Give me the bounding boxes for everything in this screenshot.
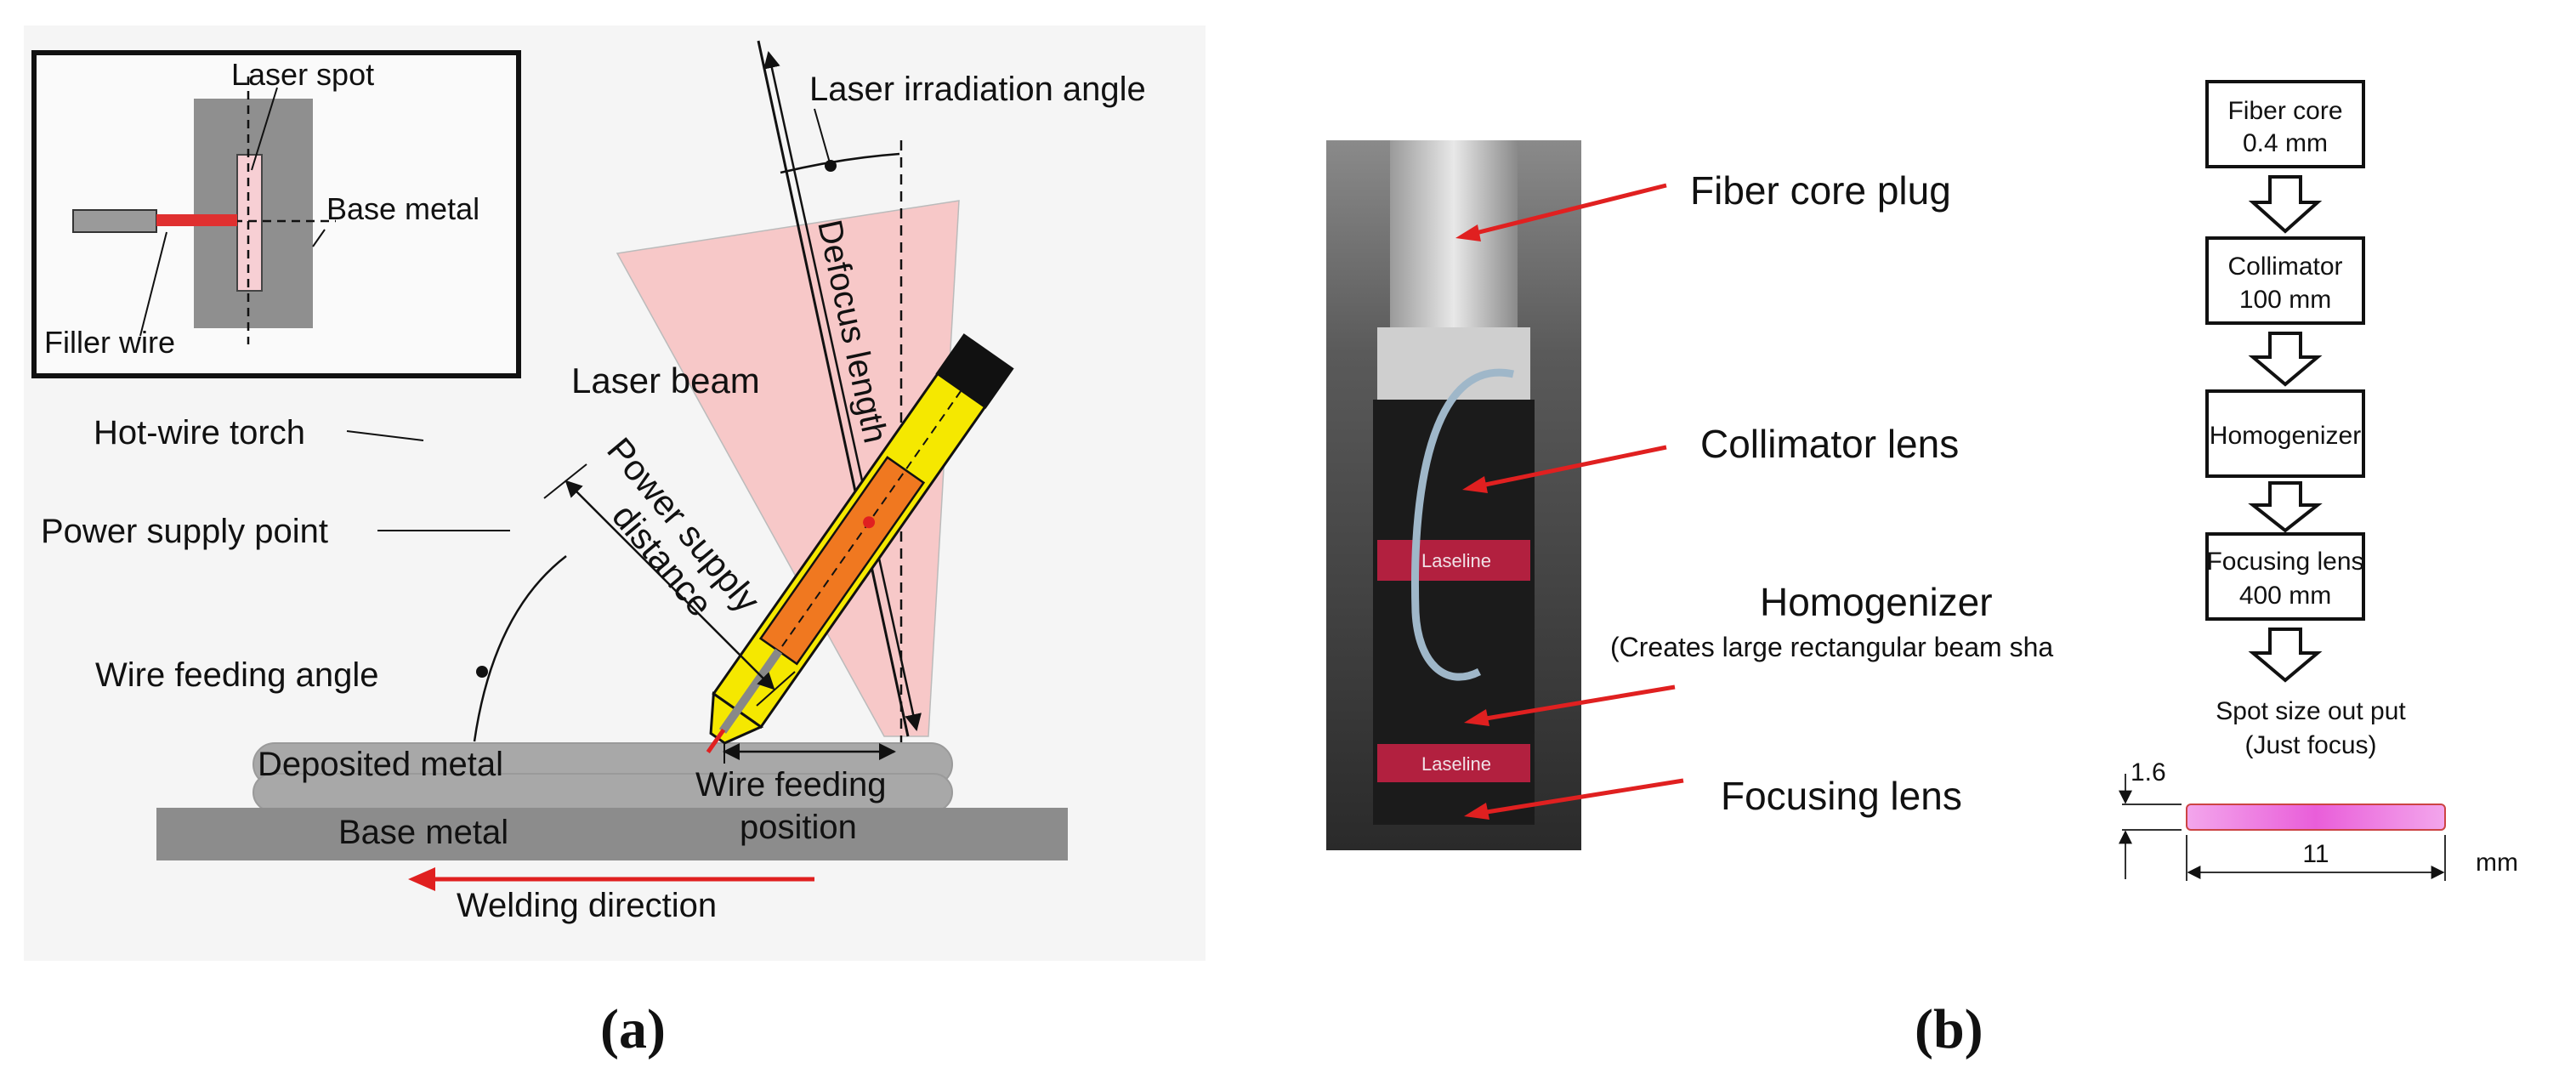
photo-hose bbox=[1411, 368, 1514, 681]
optics-flowchart: Fiber core 0.4 mm Collimator 100 mm Homo… bbox=[2205, 80, 2365, 683]
leader-hot-wire-torch bbox=[346, 430, 424, 441]
photo-red-band-2 bbox=[1377, 744, 1530, 782]
label-fiber-core-plug: Fiber core plug bbox=[1690, 168, 1951, 213]
defocus-arrow bbox=[763, 51, 922, 731]
torch-cap bbox=[935, 333, 1014, 409]
photo-callouts bbox=[1455, 183, 1684, 820]
flow-collimator-l2: 100 mm bbox=[2239, 286, 2331, 314]
torch-wire-tip bbox=[706, 728, 726, 754]
flow-arrow-3 bbox=[2248, 481, 2323, 533]
laser-head-photo: Laseline Laseline bbox=[1326, 140, 1581, 850]
power-supply-distance-dim bbox=[565, 480, 775, 690]
laser-spot-rectangle bbox=[2186, 804, 2446, 831]
label-deposited-metal: Deposited metal bbox=[258, 746, 503, 783]
label-focusing-lens: Focusing lens bbox=[1721, 774, 1962, 818]
label-wire-feeding-angle: Wire feeding angle bbox=[95, 656, 379, 694]
label-welding-direction: Welding direction bbox=[457, 887, 717, 924]
label-wire-feeding-position-2: position bbox=[740, 809, 857, 846]
flow-fiber-core-l2: 0.4 mm bbox=[2243, 129, 2328, 157]
inset-filler-wire bbox=[72, 209, 157, 233]
inset-label-base-metal: Base metal bbox=[326, 191, 479, 226]
panel-b: Laseline Laseline Fiber core plug Collim… bbox=[1326, 80, 2518, 1060]
photo-label-laseline-2: Laseline bbox=[1421, 753, 1491, 775]
inset-diagram: Laser spot Base metal Filler wire bbox=[31, 50, 521, 378]
label-wire-feeding-position-1: Wire feeding bbox=[695, 766, 887, 804]
caption-b: (b) bbox=[1915, 998, 1983, 1060]
irradiation-angle-arc bbox=[780, 152, 900, 174]
irradiation-angle-leader bbox=[814, 108, 831, 167]
label-power-supply-point: Power supply point bbox=[41, 513, 328, 550]
flow-arrow-1 bbox=[2248, 175, 2323, 234]
label-spot-width: 11 bbox=[2302, 840, 2329, 868]
flow-box-fiber-core bbox=[2205, 80, 2365, 168]
inset-label-laser-spot: Laser spot bbox=[231, 57, 374, 92]
psd-tick-bottom bbox=[756, 671, 796, 707]
flow-arrow-4 bbox=[2248, 628, 2323, 683]
photo-label-laseline-1: Laseline bbox=[1421, 550, 1491, 571]
label-homogenizer: Homogenizer bbox=[1760, 580, 1993, 624]
flow-box-collimator bbox=[2205, 236, 2365, 325]
flow-collimator-l1: Collimator bbox=[2227, 253, 2342, 281]
panel-a: Laser spot Base metal Filler wire Laser … bbox=[24, 26, 1206, 1060]
label-homogenizer-note: (Creates large rectangular beam sha bbox=[1610, 632, 2053, 662]
welding-direction-arrowhead bbox=[408, 867, 435, 891]
flow-arrow-2 bbox=[2248, 332, 2323, 387]
inset-label-filler-wire: Filler wire bbox=[44, 325, 175, 360]
label-laser-beam: Laser beam bbox=[571, 361, 760, 400]
label-spot-height: 1.6 bbox=[2131, 758, 2166, 787]
flow-focusing-lens-l1: Focusing lens bbox=[2206, 548, 2363, 576]
label-hot-wire-torch: Hot-wire torch bbox=[94, 414, 305, 451]
label-base-metal: Base metal bbox=[338, 814, 508, 851]
wire-feeding-angle-arc bbox=[473, 555, 567, 742]
inset-leader-base-metal bbox=[312, 229, 326, 247]
power-supply-point-dot bbox=[863, 516, 876, 529]
inset-leader-filler-wire bbox=[139, 231, 167, 337]
photo-nozzle bbox=[1390, 140, 1518, 327]
deposited-metal bbox=[252, 742, 953, 812]
label-unit-mm: mm bbox=[2476, 849, 2518, 877]
flow-box-homogenizer bbox=[2205, 389, 2365, 478]
photo-red-band-1 bbox=[1377, 540, 1530, 581]
inset-leader-laser-spot bbox=[251, 87, 278, 171]
label-laser-irradiation-angle: Laser irradiation angle bbox=[809, 71, 1146, 108]
label-spot-size: Spot size out put bbox=[2216, 697, 2406, 725]
flow-fiber-core-l1: Fiber core bbox=[2227, 97, 2342, 125]
flow-focusing-lens-l2: 400 mm bbox=[2239, 582, 2331, 610]
label-spot-just-focus: (Just focus) bbox=[2244, 731, 2376, 759]
flow-homogenizer-l1: Homogenizer bbox=[2210, 422, 2361, 450]
caption-a: (a) bbox=[600, 998, 666, 1060]
flow-box-focusing-lens bbox=[2205, 532, 2365, 621]
inset-wire-tip bbox=[156, 214, 237, 226]
psd-tick-top bbox=[543, 463, 587, 499]
inset-laser-spot bbox=[236, 154, 263, 292]
base-metal-plate bbox=[156, 808, 1068, 860]
wire-feeding-angle-dot bbox=[476, 666, 488, 678]
label-collimator-lens: Collimator lens bbox=[1700, 422, 1959, 466]
